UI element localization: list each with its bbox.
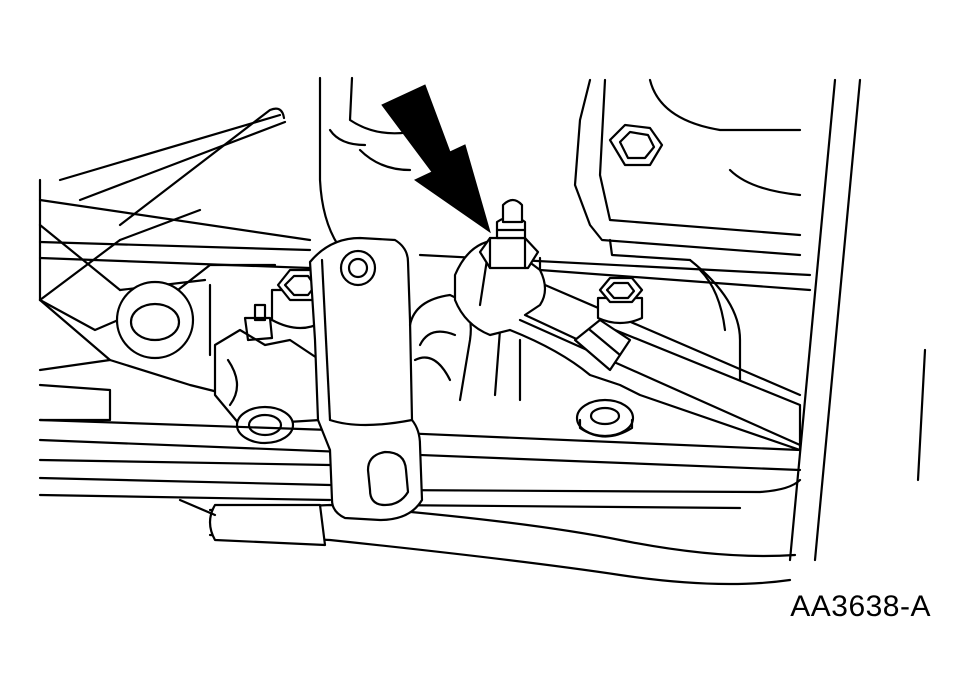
vertical-support-tube (318, 76, 422, 247)
lower-sweep-tube (178, 498, 797, 586)
frame-rail (788, 78, 927, 562)
mounting-boss (115, 280, 195, 360)
support-bracket (408, 293, 522, 402)
lower-bolt-head (575, 398, 635, 438)
tube-clip-bracket (308, 236, 424, 522)
ball-stud (478, 198, 540, 270)
right-hex-bolt (596, 276, 644, 325)
linkage-fitting (453, 238, 802, 452)
cooler-lines (38, 418, 802, 510)
figure-reference-code: AA3638-A (790, 590, 931, 623)
callout-arrow (381, 84, 491, 234)
upper-hex-bolt (608, 123, 664, 167)
